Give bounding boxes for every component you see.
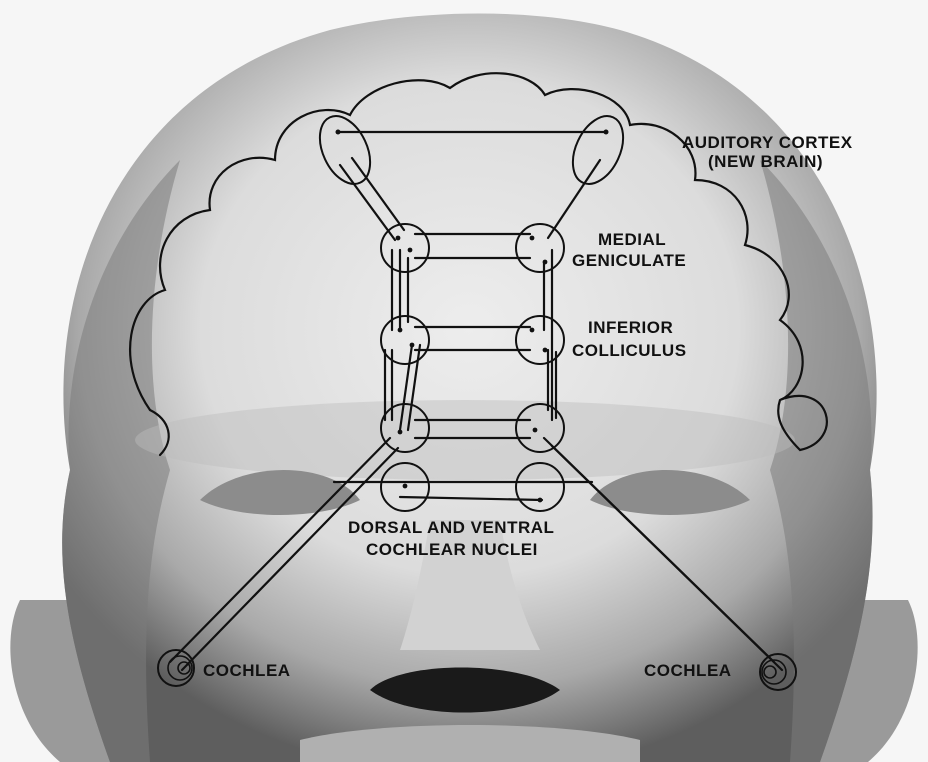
dot — [533, 428, 538, 433]
dot — [538, 498, 543, 503]
cortex-right-dot — [604, 130, 609, 135]
label-auditory-cortex-line2: (NEW BRAIN) — [708, 152, 823, 171]
dot — [543, 260, 548, 265]
dot — [396, 236, 401, 241]
dot — [410, 343, 415, 348]
label-medial-geniculate-line1: MEDIAL — [598, 230, 666, 249]
dot — [403, 484, 408, 489]
label-inferior-colliculus-line1: INFERIOR — [588, 318, 673, 337]
label-cochlea-left: COCHLEA — [203, 661, 291, 680]
label-cochlea-right: COCHLEA — [644, 661, 732, 680]
label-medial-geniculate-line2: GENICULATE — [572, 251, 686, 270]
dot — [408, 248, 413, 253]
dot — [543, 348, 548, 353]
brow-shadow — [135, 400, 795, 480]
label-cochlear-nuclei-line1: DORSAL AND VENTRAL — [348, 518, 554, 537]
label-cochlear-nuclei-line2: COCHLEAR NUCLEI — [366, 540, 538, 559]
dot — [530, 328, 535, 333]
label-inferior-colliculus-line2: COLLICULUS — [572, 341, 687, 360]
dot — [530, 236, 535, 241]
cortex-left-dot — [336, 130, 341, 135]
label-auditory-cortex-line1: AUDITORY CORTEX — [682, 133, 853, 152]
dot — [398, 430, 403, 435]
dot — [398, 328, 403, 333]
